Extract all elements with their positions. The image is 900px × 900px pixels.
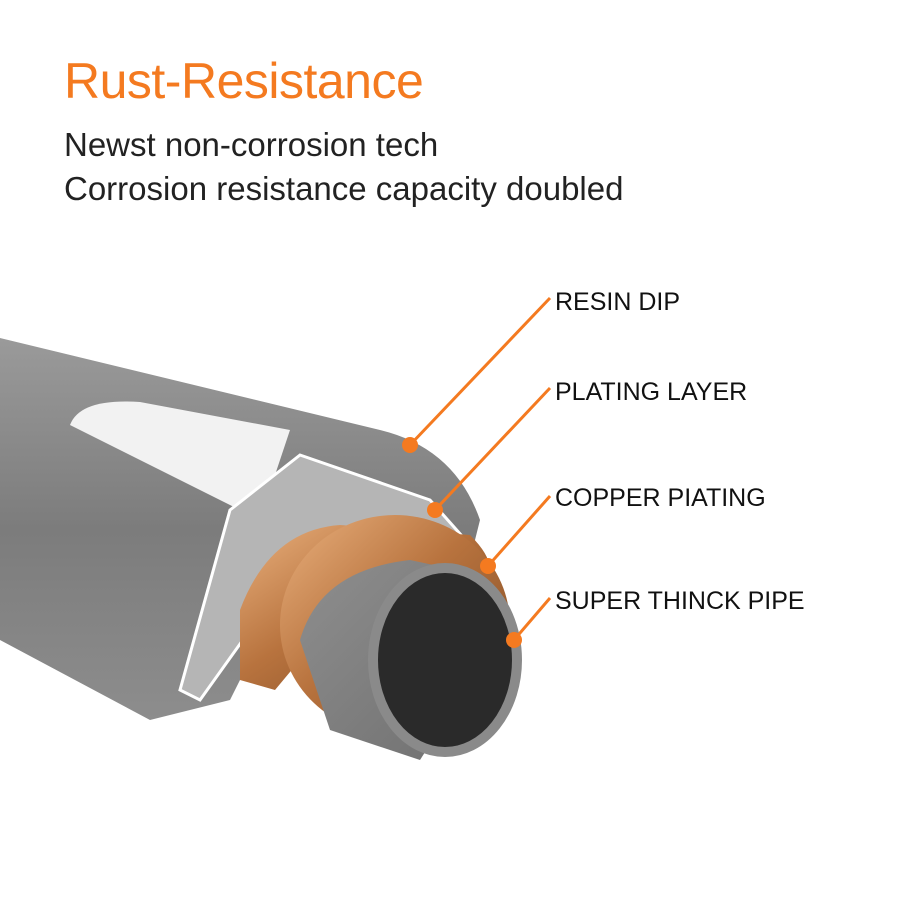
pipe-leader bbox=[512, 597, 552, 641]
label-super-thick-pipe: SUPER THINCK PIPE bbox=[555, 587, 805, 615]
label-copper-plating: COPPER PIATING bbox=[555, 484, 766, 512]
resin-dip-dot bbox=[402, 437, 418, 453]
subtitle-line-1: Newst non-corrosion tech bbox=[64, 126, 439, 163]
page-title: Rust-Resistance bbox=[64, 53, 424, 109]
pipe-dot bbox=[506, 632, 522, 648]
pipe-bore-rim bbox=[368, 563, 522, 757]
plating-layer-dot bbox=[427, 502, 443, 518]
pipe-bore bbox=[373, 568, 517, 752]
label-resin-dip: RESIN DIP bbox=[555, 288, 681, 316]
subtitle-line-2: Corrosion resistance capacity doubled bbox=[64, 170, 624, 207]
label-plating-layer: PLATING LAYER bbox=[555, 378, 748, 406]
highlight-streak bbox=[70, 401, 290, 520]
plating-layer-leader bbox=[433, 386, 552, 512]
resin-dip-leader bbox=[408, 296, 552, 447]
copper-plating-dot bbox=[480, 558, 496, 574]
copper-plating-leader bbox=[486, 495, 552, 567]
